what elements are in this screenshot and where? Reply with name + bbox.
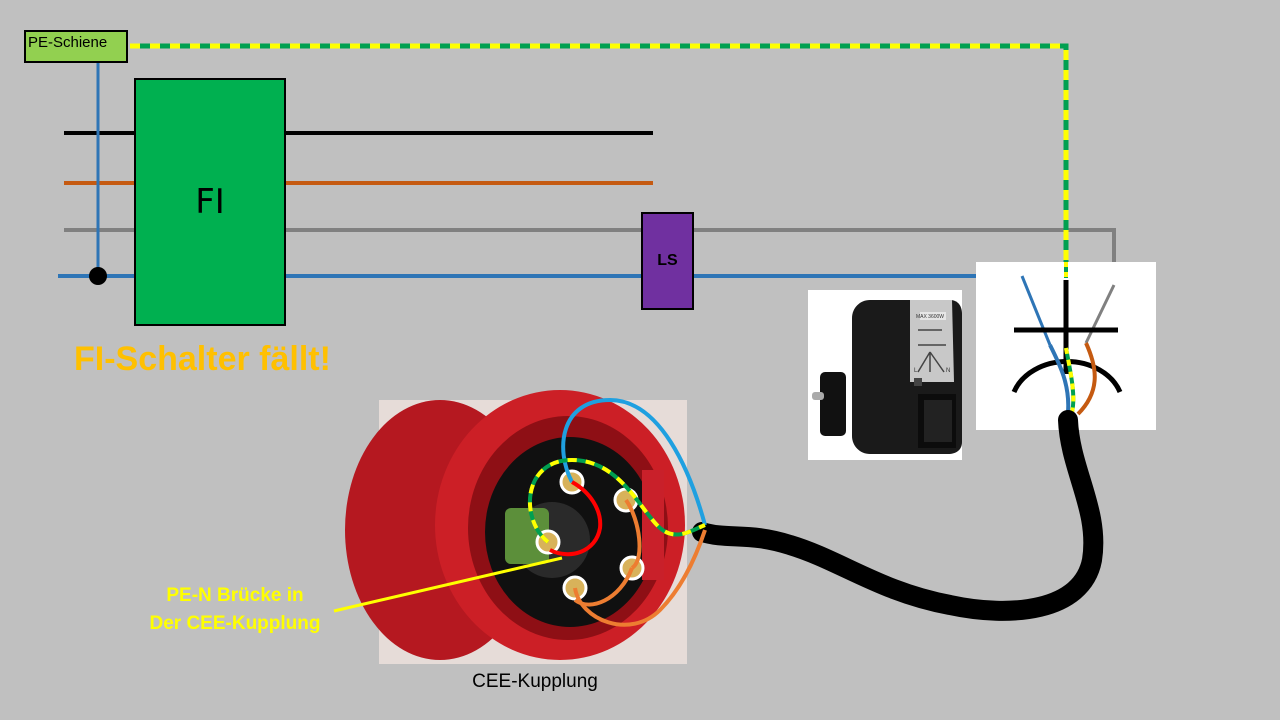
ls-breaker-box: LS	[641, 212, 694, 310]
cee-coupling-caption: CEE-Kupplung	[472, 671, 598, 692]
fi-trip-warning: FI-Schalter fällt!	[74, 340, 331, 378]
pe-n-bridge-note: PE-N Brücke in Der CEE-Kupplung	[120, 582, 350, 638]
socket-symbol-icon	[976, 262, 1156, 430]
junction-dot-icon	[89, 267, 107, 285]
cee-coupling-photo	[345, 390, 707, 664]
ls-label: LS	[657, 252, 678, 269]
fi-label: FI	[195, 182, 225, 222]
plug-adapter-photo: MAX 3600W L N	[808, 290, 962, 460]
adapter-photo-marking-n: N	[946, 368, 950, 374]
bridge-note-line2: Der CEE-Kupplung	[149, 613, 321, 634]
adapter-photo-label: MAX 3600W	[916, 314, 944, 320]
adapter-photo-marking-l: L	[914, 368, 918, 374]
pe-rail-label: PE-Schiene	[24, 30, 128, 63]
fi-breaker-box: FI	[134, 78, 286, 326]
supply-cable-black	[692, 410, 1104, 621]
bridge-pointer-line	[333, 556, 563, 613]
pe-wire-green	[130, 43, 1069, 278]
bridge-note-line1: PE-N Brücke in	[166, 585, 304, 606]
